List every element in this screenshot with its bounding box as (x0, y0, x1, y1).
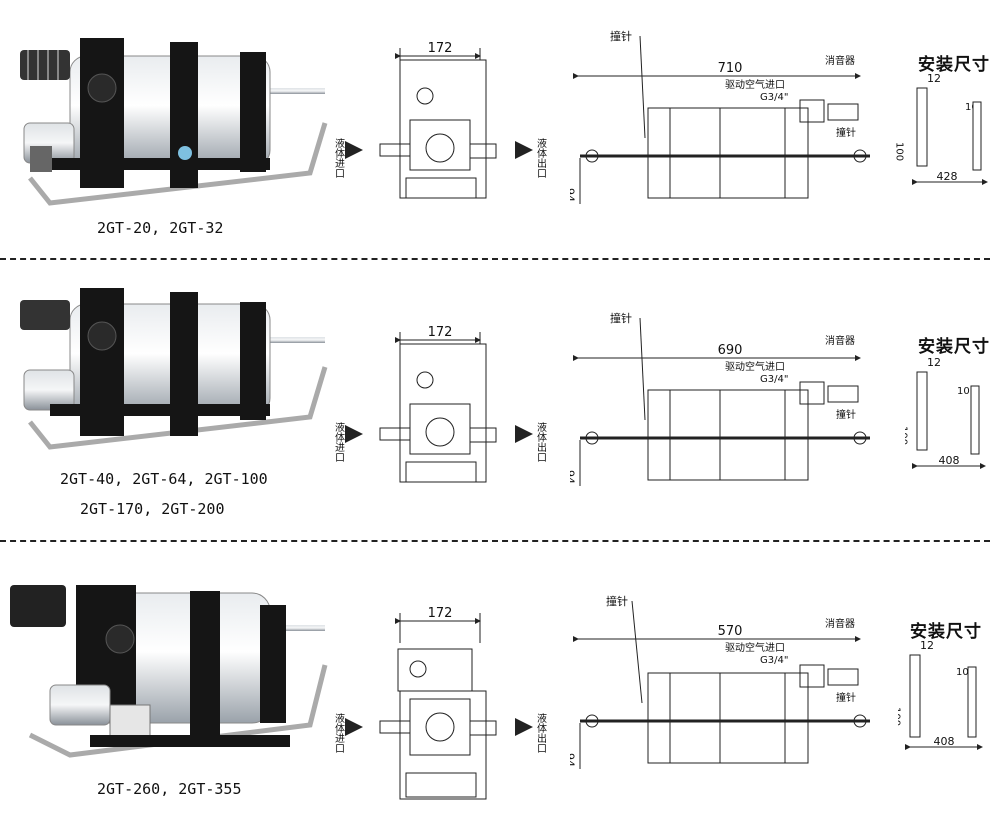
air-thread-label: G3/4" (760, 655, 788, 666)
product-row-2: 2GT-40, 2GT-64, 2GT-100 2GT-170, 2GT-200… (0, 270, 990, 540)
separator (0, 540, 990, 542)
install-dims-drawing: 12 10 100 428 (895, 72, 988, 185)
install-w: 408 (939, 454, 960, 467)
front-view-drawing: 172 液体进口 液体出口 (333, 606, 547, 800)
liquid-inlet-label: 液体进口 (333, 137, 345, 178)
model-label: 2GT-20, 2GT-32 (97, 219, 224, 237)
install-h: 100 (895, 142, 905, 161)
install-h: 100 (898, 707, 902, 726)
air-thread-label: G3/4" (760, 374, 788, 385)
product-row-3: 2GT-260, 2GT-355 172 液体进口 液体出口 撞针 570 消音… (0, 555, 990, 824)
side-view-drawing: 撞针 710 消音器 驱动空气进口 G3/4" 94 撞针 (570, 29, 870, 204)
striker2-label: 撞针 (836, 126, 856, 139)
install-h: 100 (905, 426, 909, 445)
air-inlet-label: 驱动空气进口 (725, 360, 785, 373)
side-length: 690 (718, 343, 743, 358)
air-inlet-label: 驱动空气进口 (725, 641, 785, 654)
install-a: 12 (927, 356, 941, 369)
install-w: 408 (934, 735, 955, 748)
liquid-outlet-label: 液体出口 (535, 712, 547, 753)
install-b: 10 (965, 102, 978, 113)
liquid-inlet-label: 液体进口 (333, 421, 345, 462)
side-length: 570 (718, 624, 743, 639)
air-thread-label: G3/4" (760, 92, 788, 103)
install-b: 10 (956, 667, 969, 678)
front-width: 172 (428, 325, 453, 340)
install-title: 安装尺寸 (918, 337, 990, 357)
install-a: 12 (927, 72, 941, 85)
striker2-label: 撞针 (836, 691, 856, 704)
install-title: 安装尺寸 (918, 55, 990, 75)
striker2-label: 撞针 (836, 408, 856, 421)
install-dims-drawing: 12 10 100 408 (905, 356, 986, 469)
liquid-inlet-label: 液体进口 (333, 712, 345, 753)
air-inlet-label: 驱动空气进口 (725, 78, 785, 91)
front-width: 172 (428, 606, 453, 621)
install-a: 12 (920, 639, 934, 652)
pump-photo (20, 38, 328, 206)
front-view-drawing: 172 液体进口 液体出口 (333, 325, 547, 483)
side-view-drawing: 撞针 570 消音器 驱动空气进口 G3/4" 94 撞针 (570, 594, 870, 769)
liquid-outlet-label: 液体出口 (535, 421, 547, 462)
side-height: 94 (570, 188, 577, 202)
install-w: 428 (937, 170, 958, 183)
install-title: 安装尺寸 (910, 622, 982, 642)
striker-label: 撞针 (610, 311, 632, 325)
install-b: 10 (957, 386, 970, 397)
separator (0, 258, 990, 260)
liquid-outlet-label: 液体出口 (535, 137, 547, 178)
striker-label: 撞针 (610, 29, 632, 43)
model-label: 2GT-40, 2GT-64, 2GT-100 (60, 470, 268, 488)
side-height: 94 (570, 470, 577, 484)
side-length: 710 (718, 61, 743, 76)
product-row-1: 2GT-20, 2GT-32 172 液体进口 液体出口 撞针 710 消音器 … (0, 0, 990, 258)
muffler-label: 消音器 (825, 54, 855, 67)
front-width: 172 (428, 41, 453, 56)
front-view-drawing: 172 液体进口 液体出口 (333, 41, 547, 199)
muffler-label: 消音器 (825, 617, 855, 630)
muffler-label: 消音器 (825, 334, 855, 347)
pump-photo (20, 288, 328, 450)
striker-label: 撞针 (606, 594, 628, 608)
model-label: 2GT-260, 2GT-355 (97, 780, 242, 798)
install-dims-drawing: 12 10 100 408 (898, 639, 983, 750)
side-view-drawing: 撞针 690 消音器 驱动空气进口 G3/4" 94 撞针 (570, 311, 870, 486)
side-height: 94 (570, 753, 577, 767)
pump-photo (10, 585, 328, 758)
model-label: 2GT-170, 2GT-200 (80, 500, 225, 518)
